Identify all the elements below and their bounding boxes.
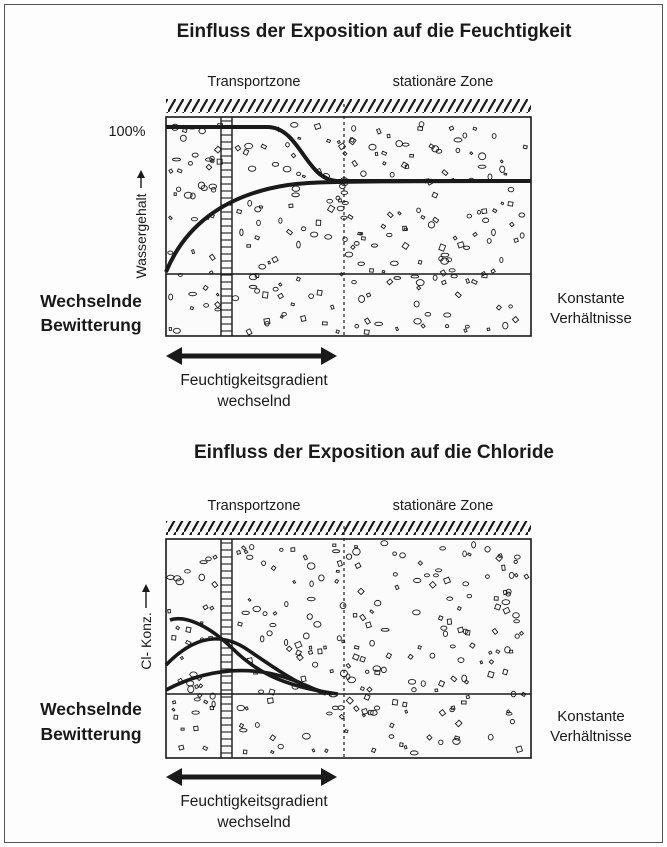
panel-chlorides: Einfluss der Exposition auf die Chloride… bbox=[40, 442, 632, 831]
concrete-block bbox=[165, 538, 532, 759]
y-axis-arrow bbox=[142, 584, 150, 608]
moisture-curve-wet bbox=[166, 125, 531, 183]
gradient-double-arrow bbox=[166, 768, 337, 786]
side-left-line2: Bewitterung bbox=[40, 315, 141, 335]
gradient-label-line2: wechselnd bbox=[216, 814, 290, 831]
zone-label-stationary: stationäre Zone bbox=[393, 498, 494, 514]
gradient-label-line1: Feuchtigkeitsgradient bbox=[180, 793, 328, 810]
panel-title: Einfluss der Exposition auf die Feuchtig… bbox=[177, 21, 573, 42]
moisture-curve-dry bbox=[164, 179, 532, 273]
rebar bbox=[220, 117, 233, 336]
side-right-line2: Verhältnisse bbox=[550, 310, 632, 327]
rebar bbox=[220, 539, 233, 758]
side-right-line1: Konstante bbox=[557, 290, 625, 307]
side-left-line1: Wechselnde bbox=[40, 291, 142, 311]
gradient-label-line2: wechselnd bbox=[216, 393, 290, 410]
surface-hatch bbox=[166, 521, 531, 535]
panel-title: Einfluss der Exposition auf die Chloride bbox=[194, 442, 554, 463]
side-right-line1: Konstante bbox=[557, 708, 625, 725]
y-max-label: 100% bbox=[108, 124, 145, 140]
zone-label-transport: Transportzone bbox=[208, 74, 301, 90]
y-axis-arrow bbox=[137, 170, 145, 188]
zone-label-stationary: stationäre Zone bbox=[393, 74, 494, 90]
panel-moisture: Einfluss der Exposition auf die Feuchtig… bbox=[40, 21, 632, 410]
y-axis-label: Wassergehalt bbox=[133, 193, 149, 278]
side-left-line1: Wechselnde bbox=[40, 699, 142, 719]
gradient-label-line1: Feuchtigkeitsgradient bbox=[180, 372, 328, 389]
side-right-line2: Verhältnisse bbox=[550, 728, 632, 745]
side-left-line2: Bewitterung bbox=[40, 724, 141, 744]
surface-hatch bbox=[166, 99, 531, 113]
zone-label-transport: Transportzone bbox=[208, 498, 301, 514]
chloride-curve-3 bbox=[165, 668, 327, 696]
gradient-double-arrow bbox=[166, 347, 337, 365]
chloride-curve-1 bbox=[169, 617, 339, 696]
y-axis-label: Cl- Konz. bbox=[138, 612, 154, 670]
